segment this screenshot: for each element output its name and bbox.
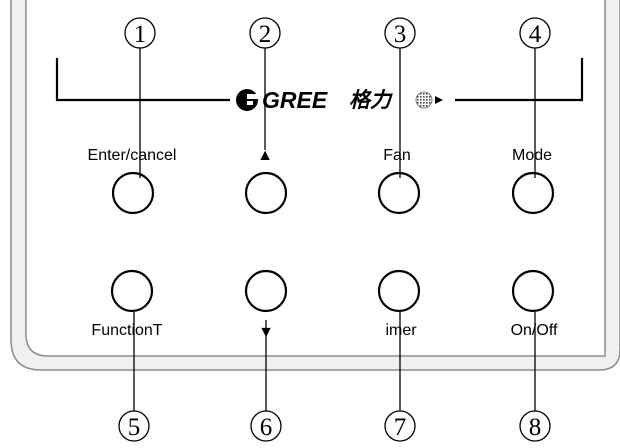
mode-label: Mode bbox=[512, 147, 552, 164]
callout-6: 6 bbox=[250, 410, 282, 442]
svg-text:7: 7 bbox=[394, 414, 407, 441]
callout-7: 7 bbox=[384, 410, 416, 442]
svg-text:3: 3 bbox=[394, 21, 407, 48]
svg-text:2: 2 bbox=[259, 21, 272, 48]
callout-2: 2 bbox=[249, 17, 281, 49]
svg-text:4: 4 bbox=[529, 21, 542, 48]
fan-button[interactable] bbox=[377, 171, 421, 215]
enter-cancel-button[interactable] bbox=[111, 171, 155, 215]
fan-label: Fan bbox=[383, 147, 411, 164]
down-arrow-icon: ▼ bbox=[258, 324, 274, 341]
svg-text:8: 8 bbox=[529, 414, 542, 441]
on-off-label: On/Off bbox=[511, 322, 558, 339]
gree-logo-text: GREE bbox=[262, 87, 328, 113]
ir-sensor-icon bbox=[415, 91, 443, 109]
leader-lines bbox=[133, 48, 536, 411]
gree-logo-mark bbox=[236, 89, 258, 111]
callout-3: 3 bbox=[384, 17, 416, 49]
up-button[interactable] bbox=[244, 171, 288, 215]
gree-logo-cjk: 格力 bbox=[349, 88, 393, 112]
mode-button[interactable] bbox=[511, 171, 555, 215]
display-window-frame bbox=[55, 58, 584, 102]
callout-1: 1 bbox=[124, 17, 156, 49]
callout-8: 8 bbox=[519, 410, 551, 442]
svg-text:5: 5 bbox=[128, 414, 141, 441]
controller-panel bbox=[10, 0, 620, 371]
timer-label: imer bbox=[385, 322, 417, 339]
callout-4: 4 bbox=[519, 17, 551, 49]
timer-button[interactable] bbox=[377, 269, 421, 313]
down-button[interactable] bbox=[244, 269, 288, 313]
function-label: FunctionT bbox=[91, 322, 162, 339]
up-arrow-icon: ▲ bbox=[257, 147, 273, 164]
svg-text:1: 1 bbox=[134, 21, 147, 48]
on-off-button[interactable] bbox=[511, 269, 555, 313]
svg-text:6: 6 bbox=[260, 414, 273, 441]
callout-5: 5 bbox=[118, 410, 150, 442]
enter-cancel-label: Enter/cancel bbox=[88, 147, 177, 164]
function-button[interactable] bbox=[110, 269, 154, 313]
gree-logo: GREE 格力 bbox=[236, 87, 443, 113]
